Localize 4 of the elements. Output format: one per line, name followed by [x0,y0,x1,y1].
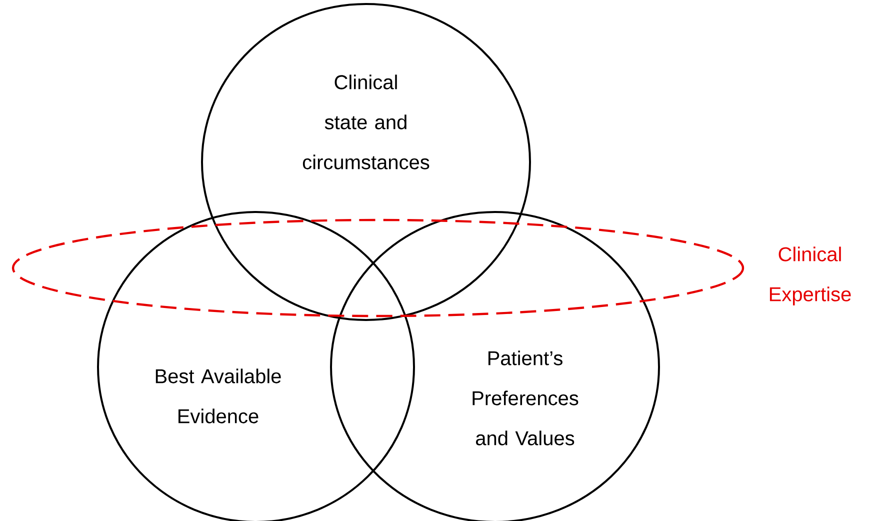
node-label: Best Available Evidence [156,368,281,424]
node-label: Patient’s Preferences and Values [472,350,578,446]
node-label: Clinical state and circumstances [302,74,430,170]
ellipse-label: Clinical Expertise [770,246,851,306]
